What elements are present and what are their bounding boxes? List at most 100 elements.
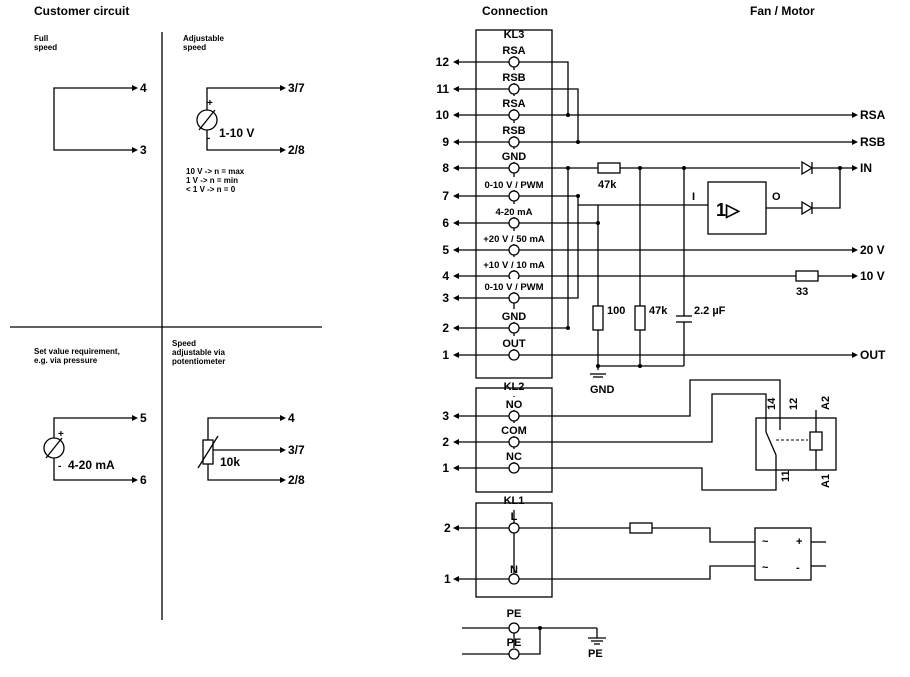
kl3-num-2: 2 (442, 321, 449, 335)
resistor-100-icon (592, 305, 604, 331)
kl3-num-11: 11 (436, 82, 449, 96)
setvalue-label-2: e.g. via pressure (34, 356, 98, 365)
output-rsb: RSB (860, 135, 886, 149)
adjustable-term-37: 3/7 (288, 81, 305, 95)
kl2-title: KL2 (504, 381, 525, 393)
svg-text:+: + (207, 98, 213, 109)
kl1-label-l: L (511, 511, 518, 523)
r3-label: 47k (649, 305, 668, 317)
fuse-icon (629, 522, 653, 534)
kl2-label-1: COM (501, 425, 527, 437)
resistor-47k-icon (597, 162, 621, 174)
kl3-terminal-2 (508, 109, 520, 121)
kl3-terminal-0 (508, 56, 520, 68)
setvalue-label-1: Set value requirement, (34, 347, 120, 356)
rs-bus-wiring: RSA RSB (519, 61, 886, 149)
resistor-33-icon (795, 270, 819, 282)
relay-circuit: 14 12 11 A2 A1 (519, 379, 837, 491)
kl3-label-11: OUT (502, 338, 526, 350)
kl3-label-3: RSB (502, 125, 525, 137)
full-speed-term-3: 3 (140, 143, 147, 157)
pot-term-37: 3/7 (288, 443, 305, 457)
panel-full-speed: Full speed 4 3 (34, 34, 147, 157)
kl3-terminal-1 (508, 83, 520, 95)
diode-top-icon (801, 160, 814, 176)
kl2-label-0: NO (506, 399, 523, 411)
kl3-label-9: 0-10 V / PWM (484, 282, 543, 293)
kl3-num-12: 12 (436, 55, 450, 69)
kl3-label-5: 0-10 V / PWM (484, 180, 543, 191)
r1-label: 47k (598, 179, 617, 191)
kl3-num-3: 3 (442, 291, 449, 305)
setvalue-term-5: 5 (140, 411, 147, 425)
kl3-num-5: 5 (442, 243, 449, 257)
pot-label-1: Speed (172, 339, 196, 348)
kl3-terminal-6 (508, 217, 520, 229)
relay-pin-11: 11 (780, 470, 792, 482)
kl1-block: KL1 L N 2 1 (444, 495, 553, 598)
kl3-terminal-11 (508, 349, 520, 361)
pot-term-4: 4 (288, 411, 295, 425)
kl3-num-1: 1 (442, 348, 449, 362)
kl3-terminal-5 (508, 190, 520, 202)
amp-output-label: O (772, 191, 781, 203)
output-20v: 20 V (860, 243, 885, 257)
amp-input-label: I (692, 191, 695, 203)
kl2-terminal-0 (508, 410, 520, 422)
adjustable-label-2: speed (183, 43, 206, 52)
svg-text:-: - (58, 461, 61, 472)
resistor-47k-2-icon (634, 305, 646, 331)
power-circuit: ~ + ~ - (519, 522, 826, 581)
adjustable-source-value: 1-10 V (219, 126, 254, 140)
kl3-terminal-3 (508, 136, 520, 148)
kl3-label-8: +10 V / 10 mA (483, 260, 545, 271)
adjustable-term-28: 2/8 (288, 143, 305, 157)
signal-circuit: 47k IN 100 47k 2.2 µF (519, 160, 886, 396)
fan-motor-header: Fan / Motor (750, 4, 815, 18)
pot-term-28: 2/8 (288, 473, 305, 487)
kl2-label-2: NC (506, 451, 522, 463)
adjustable-note-2: 1 V -> n = min (186, 176, 238, 185)
relay-pin-14: 14 (766, 397, 778, 410)
kl3-terminal-10 (508, 322, 520, 334)
full-speed-label-2: speed (34, 43, 57, 52)
kl1-num-2: 2 (444, 521, 451, 535)
kl2-num-2: 2 (442, 435, 449, 449)
kl1-num-1: 1 (444, 572, 451, 586)
r2-label: 100 (607, 305, 625, 317)
customer-circuit-header: Customer circuit (34, 4, 129, 18)
relay-coil-icon (809, 431, 823, 451)
kl2-num-3: 3 (442, 409, 449, 423)
pe-label-2: PE (507, 637, 522, 649)
kl3-label-0: RSA (502, 45, 525, 57)
relay-pin-a1: A1 (820, 474, 832, 488)
kl1-label-n: N (510, 564, 518, 576)
psu-sign-ac1: ~ (762, 536, 769, 548)
full-speed-label-1: Full (34, 34, 48, 43)
kl3-num-6: 6 (442, 216, 449, 230)
full-speed-term-4: 4 (140, 81, 147, 95)
kl3-label-4: GND (502, 151, 527, 163)
kl3-title: KL3 (504, 29, 525, 41)
panel-set-value: Set value requirement, e.g. via pressure… (34, 347, 147, 487)
pe-ground-label: PE (588, 648, 603, 660)
svg-text:+: + (58, 429, 64, 440)
cap-label: 2.2 µF (694, 305, 726, 317)
diode-bottom-icon (801, 200, 814, 216)
pe-label-1: PE (507, 608, 522, 620)
pot-label-3: potentiometer (172, 357, 225, 366)
setvalue-term-6: 6 (140, 473, 147, 487)
svg-text:-: - (207, 133, 210, 144)
kl1-title: KL1 (504, 495, 525, 507)
psu-sign-plus: + (796, 536, 802, 548)
kl3-num-8: 8 (442, 161, 449, 175)
customer-panel-dividers (10, 32, 322, 620)
kl3-label-1: RSB (502, 72, 525, 84)
kl3-label-2: RSA (502, 98, 525, 110)
kl3-label-7: +20 V / 50 mA (483, 234, 545, 245)
panel-adjustable-speed: Adjustable speed + - 1-10 V 3/7 2/8 10 V… (183, 34, 305, 194)
psu-sign-ac2: ~ (762, 562, 769, 574)
output-rsa: RSA (860, 108, 886, 122)
